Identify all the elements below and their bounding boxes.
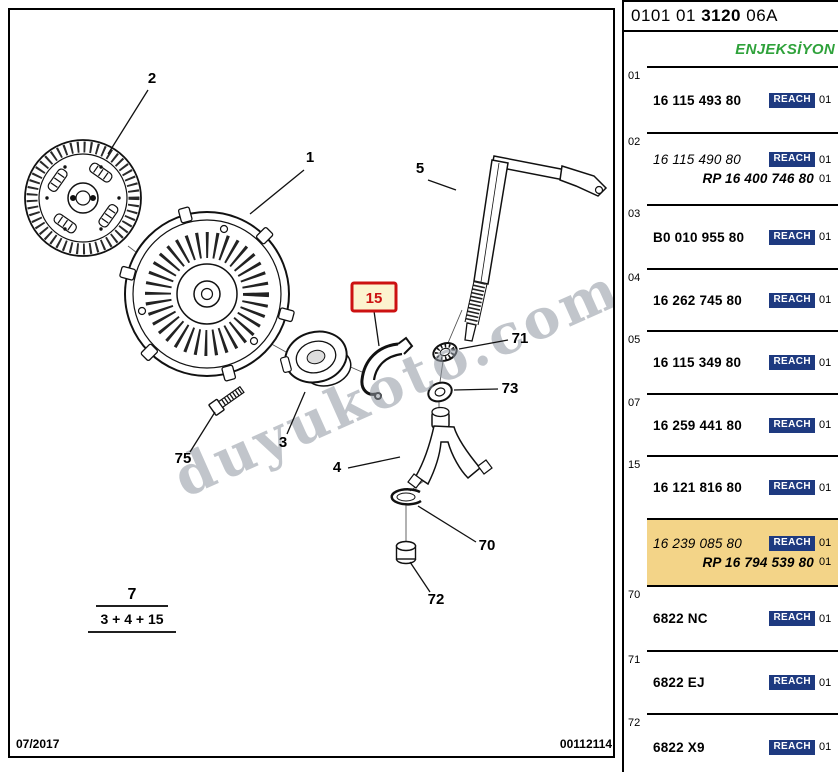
catalog-ref-prefix: 0101 01 [631,6,702,25]
quantity: 01 [819,481,832,494]
part-number: B0 010 955 80 [653,229,745,245]
parts-row[interactable]: 04 16 262 745 80 REACH 01 [624,268,838,330]
row-index: 71 [628,654,641,666]
part-number: 16 239 085 80 [653,535,742,551]
release-bearing [279,330,352,387]
reach-badge[interactable]: REACH [769,535,815,551]
callout-73[interactable]: 73 [502,380,519,397]
reach-badge[interactable]: REACH [769,611,815,626]
reach-badge[interactable]: REACH [769,417,815,433]
parts-row[interactable]: 03 B0 010 955 80 REACH 01 [624,204,838,268]
reach-badge[interactable]: REACH [769,92,815,108]
release-fork [407,406,493,489]
catalog-ref-suffix: 06A [741,6,778,25]
disc-springs [47,162,119,234]
parts-row[interactable]: 02 16 115 490 80 REACH 01 RP 16 400 746 … [624,132,838,204]
callout-5[interactable]: 5 [416,160,424,177]
row-index: 01 [628,70,641,82]
reach-badge[interactable]: REACH [769,480,815,495]
replacement-part-number: RP 16 794 539 80 [702,554,814,570]
row-index: 70 [628,589,641,601]
callout-15[interactable]: 15 [366,290,383,307]
quantity: 01 [819,741,832,753]
quantity: 01 [819,537,832,549]
combo-number: 7 [128,586,137,603]
quantity: 01 [819,612,832,625]
washer-71 [432,342,458,362]
quantity: 01 [819,294,832,306]
exploded-diagram-panel: duyukoto.com 2 1 5 3 4 75 71 73 70 72 15… [8,8,615,758]
retaining-clip [360,336,414,400]
part-number: 6822 EJ [653,675,705,690]
parts-row-highlighted[interactable]: 16 239 085 80 REACH 01 RP 16 794 539 80 … [624,518,838,585]
row-index: 02 [628,136,641,148]
reach-badge[interactable]: REACH [769,292,815,308]
plate-lugs [119,206,295,382]
quantity: 01 [819,172,832,185]
quantity: 01 [819,556,832,568]
nut-73 [427,381,453,403]
replacement-part-number: RP 16 400 746 80 [702,171,814,186]
quantity: 01 [819,676,832,689]
leader-lines [107,89,509,593]
part-number: 16 262 745 80 [653,292,742,308]
catalog-reference-header: 0101 01 3120 06A [624,0,838,32]
quantity: 01 [819,153,832,166]
quantity: 01 [819,94,832,106]
pressure-plate [119,206,295,382]
parts-row[interactable]: 07 16 259 441 80 REACH 01 [624,393,838,455]
row-index: 07 [628,397,641,409]
row-index: 72 [628,717,641,729]
row-index: 15 [628,459,641,471]
row-index: 05 [628,334,641,346]
quantity: 01 [819,419,832,431]
part-number: 16 115 490 80 [653,152,741,167]
reach-badge[interactable]: REACH [769,355,815,370]
exploded-diagram-svg: duyukoto.com 2 1 5 3 4 75 71 73 70 72 15… [16,70,613,751]
row-index: 03 [628,208,641,220]
reach-badge[interactable]: REACH [769,675,815,690]
parts-row[interactable]: 70 6822 NC REACH 01 [624,585,838,650]
callout-3[interactable]: 3 [279,434,287,451]
parts-row[interactable]: 71 6822 EJ REACH 01 [624,650,838,713]
callout-75[interactable]: 75 [175,450,192,467]
row-index: 04 [628,272,641,284]
parts-row[interactable]: 72 6822 X9 REACH 01 [624,713,838,772]
callout-15-highlight[interactable]: 15 [350,281,398,313]
reach-badge[interactable]: REACH [769,229,815,245]
callout-71[interactable]: 71 [512,330,529,347]
footer-doc-number: 00112114 [560,737,612,751]
part-number: 16 115 493 80 [653,92,742,108]
part-number: 6822 X9 [653,739,705,755]
snap-ring-70 [390,488,422,506]
combo-formula: 3 + 4 + 15 [100,611,163,627]
callout-2[interactable]: 2 [148,70,156,87]
callout-72[interactable]: 72 [428,591,445,608]
section-title: ENJEKSİYON [735,40,835,58]
callout-1[interactable]: 1 [306,149,314,166]
part-number: 16 259 441 80 [653,417,742,433]
quantity: 01 [819,231,832,243]
callout-4[interactable]: 4 [333,459,342,476]
catalog-ref-code: 3120 [701,6,742,25]
row-index [624,518,647,585]
clutch-disc [24,139,142,257]
parts-table-panel: 0101 01 3120 06A ENJEKSİYON 01 16 115 49… [622,0,838,772]
footer-date: 07/2017 [16,737,60,751]
bolt-75 [208,385,245,416]
part-number: 6822 NC [653,611,708,626]
bushing-72 [395,540,417,565]
combo-group: 7 3 + 4 + 15 [88,586,176,633]
parts-row[interactable]: 05 16 115 349 80 REACH 01 [624,330,838,393]
quantity: 01 [819,356,832,369]
reach-badge[interactable]: REACH [769,152,815,167]
parts-row[interactable]: 01 16 115 493 80 REACH 01 [624,66,838,132]
part-number: 16 121 816 80 [653,480,742,495]
parts-row[interactable]: 15 16 121 816 80 REACH 01 [624,455,838,518]
reach-badge[interactable]: REACH [769,739,815,755]
callout-70[interactable]: 70 [479,537,496,554]
control-lever-shaft [464,155,608,342]
part-number: 16 115 349 80 [653,355,742,370]
